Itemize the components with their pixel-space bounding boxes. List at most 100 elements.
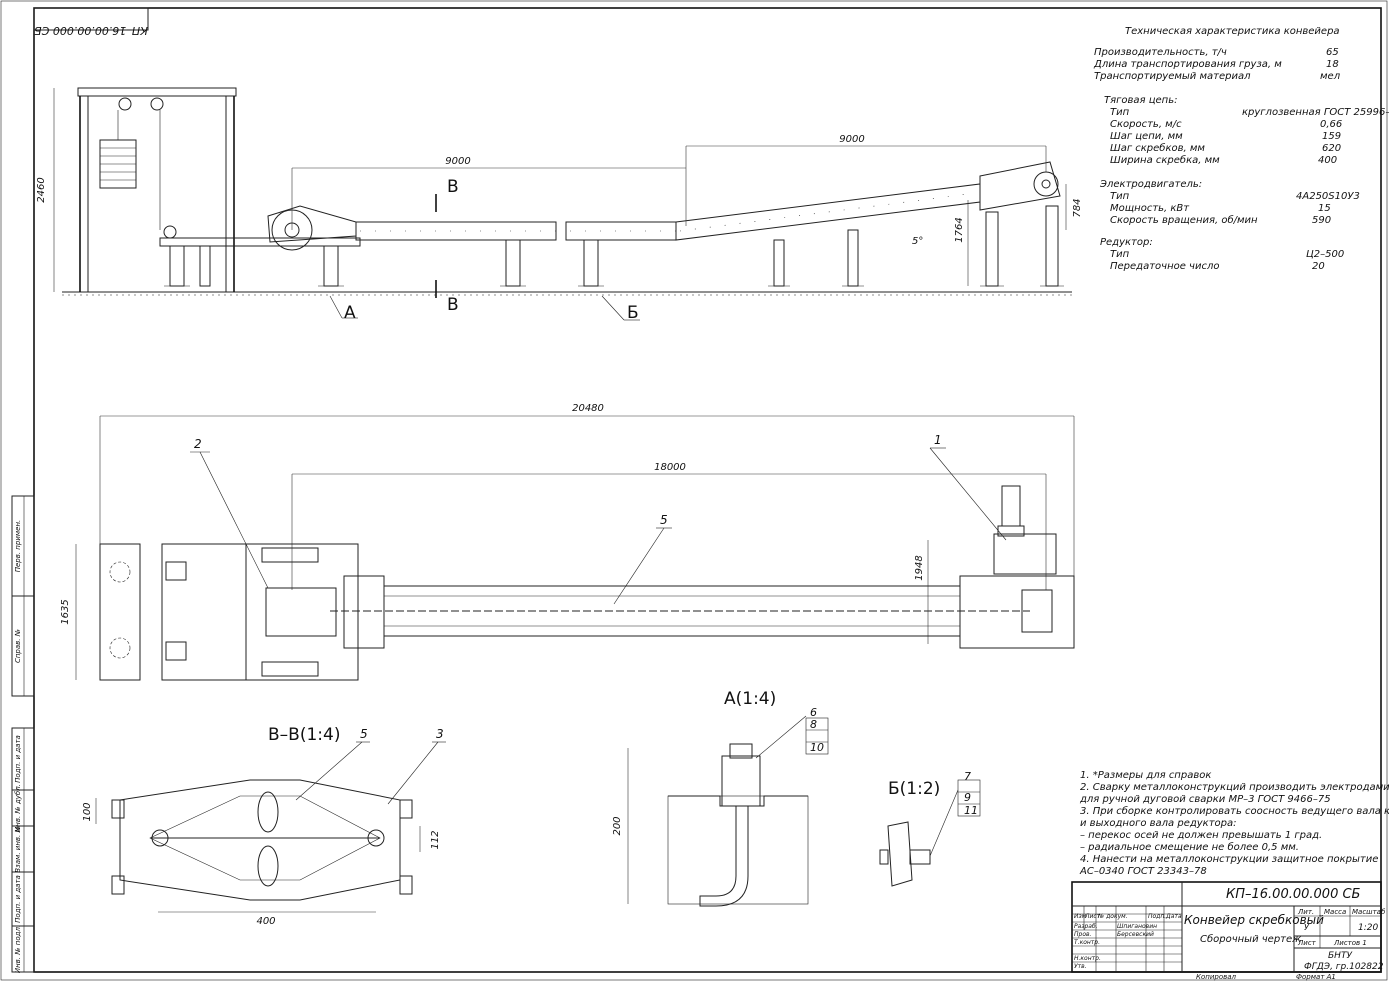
side-vzam: Взам. инв. №	[14, 825, 22, 873]
section-v-bottom: В	[447, 295, 459, 315]
note-line: – радиальное смещение не более 0,5 мм.	[1080, 841, 1299, 853]
detail-b-title: Б(1:2)	[888, 779, 940, 799]
note-line: и выходного вала редуктора:	[1080, 818, 1237, 829]
chain-label: Шаг цепи, мм	[1110, 131, 1183, 142]
pos-9: 9	[964, 791, 971, 804]
view-b-label: Б	[627, 303, 639, 323]
side-column: Перв. примен. Справ. № Подп. и дата Инв.…	[11, 495, 35, 973]
tb-org2: ФГДЭ, гр.102822	[1304, 962, 1384, 972]
dim-784: 784	[1072, 198, 1083, 217]
tb-r-nkontr: Н.контр.	[1074, 955, 1101, 962]
dim-1764: 1764	[954, 217, 965, 242]
tech-row-label: Транспортируемый материал	[1094, 71, 1251, 82]
side-podp1: Подп. и дата	[14, 735, 22, 783]
motor-label: Тип	[1110, 191, 1130, 202]
pos-2: 2	[194, 437, 202, 451]
motor-value: 590	[1312, 215, 1331, 226]
pos-1: 1	[934, 433, 942, 447]
dim-2460: 2460	[36, 177, 47, 202]
tb-org1: БНТУ	[1328, 951, 1352, 961]
pos-7: 7	[964, 770, 971, 783]
section-v-top: В	[447, 177, 459, 197]
tb-h-lit: Лит.	[1297, 908, 1314, 916]
section-vv: В–В(1:4) 100 112 400 5 3	[82, 725, 446, 927]
tb-scale: 1:20	[1358, 923, 1378, 933]
stamp-code-box: КП–16.00.00.000 СБ	[33, 7, 149, 37]
motor-label: Мощность, кВт	[1110, 203, 1190, 214]
tb-n-prov: Берсевский	[1117, 931, 1154, 938]
tb-lit: У	[1304, 923, 1310, 932]
tb-h-list: Лист	[1084, 913, 1101, 920]
dim-18000: 18000	[654, 462, 686, 473]
view-a-label: А	[344, 303, 356, 323]
note-line: 4. Нанести на металлоконструкции защитно…	[1080, 854, 1378, 865]
note-line: 3. При сборке контролировать соосность в…	[1080, 805, 1389, 817]
reducer-title: Редуктор:	[1100, 237, 1153, 248]
chain-value: 159	[1322, 131, 1341, 142]
pos-8: 8	[810, 718, 817, 731]
reducer-label: Тип	[1110, 249, 1130, 260]
section-vv-title: В–В(1:4)	[268, 725, 340, 745]
tech-row-value: мел	[1320, 71, 1341, 82]
tb-r-utv: Утв.	[1074, 963, 1087, 970]
side-perv: Перв. примен.	[14, 520, 22, 573]
notes: 1. *Размеры для справок 2. Сварку металл…	[1079, 770, 1389, 877]
chain-label: Скорость, м/с	[1110, 119, 1182, 130]
dim-1948: 1948	[914, 555, 925, 580]
chain-value: 0,66	[1320, 119, 1342, 130]
tech-row-label: Длина транспортирования груза, м	[1093, 59, 1282, 70]
motor-value: 4А250S10У3	[1296, 191, 1360, 202]
tb-sheets: Листов 1	[1333, 939, 1367, 947]
reducer-label: Передаточное число	[1110, 261, 1219, 272]
tb-h-ndok: № докум.	[1097, 913, 1128, 920]
pos-6: 6	[810, 706, 817, 719]
dim-400: 400	[256, 916, 275, 927]
tech-row-value: 18	[1326, 59, 1339, 70]
dim-9000-b: 9000	[839, 134, 864, 145]
chain-label: Ширина скребка, мм	[1110, 154, 1220, 166]
pos-10: 10	[810, 741, 824, 754]
pos-3: 3	[436, 727, 444, 741]
tb-sheet: Лист	[1297, 939, 1317, 947]
dim-9000-a: 9000	[445, 156, 470, 167]
chain-title: Тяговая цепь:	[1104, 95, 1177, 106]
tb-r-tkontr: Т.контр.	[1074, 939, 1100, 946]
side-sprav: Справ. №	[14, 629, 22, 663]
tb-h-masshtab: Масштаб	[1352, 908, 1386, 916]
side-podp2: Подп. и дата	[14, 875, 22, 923]
detail-b: Б(1:2) 7 9 11	[879, 770, 981, 887]
pos-11: 11	[964, 804, 978, 817]
tb-r-prov: Пров.	[1074, 931, 1092, 938]
stamp-code: КП–16.00.00.000 СБ	[34, 24, 148, 37]
dim-angle: 5°	[912, 236, 923, 247]
title-block: КП–16.00.00.000 СБ Конвейер скребковый С…	[1071, 881, 1386, 981]
inner-frame	[33, 7, 1382, 973]
tech-row-value: 65	[1326, 47, 1339, 58]
tb-copy: Копировал	[1196, 973, 1237, 981]
chain-value: круглозвенная ГОСТ 25996–97	[1242, 107, 1389, 118]
tb-doc: Сборочный чертеж	[1200, 933, 1301, 945]
tb-name: Конвейер скребковый	[1184, 913, 1324, 927]
plan-view: 20480 18000 1635 1948	[60, 403, 1075, 681]
motor-title: Электродвигатель:	[1099, 179, 1202, 190]
chain-value: 400	[1318, 155, 1337, 166]
side-inv-podl: Инв. № подл.	[14, 925, 22, 973]
side-elevation-view: 2460 9000 9000 784 1764 5° В В А Б	[36, 87, 1083, 323]
note-line: для ручной дуговой сварки МР–3 ГОСТ 9466…	[1079, 794, 1331, 805]
dim-1635: 1635	[60, 599, 71, 624]
motor-label: Скорость вращения, об/мин	[1110, 214, 1258, 226]
note-line: – перекос осей не должен превышать 1 гра…	[1080, 830, 1322, 841]
tb-format: Формат А1	[1296, 973, 1336, 981]
dim-100: 100	[82, 802, 93, 821]
tb-code: КП–16.00.00.000 СБ	[1226, 887, 1361, 902]
chain-label: Тип	[1110, 107, 1130, 118]
reducer-value: Ц2–500	[1306, 249, 1344, 260]
chain-value: 620	[1322, 143, 1341, 154]
tb-h-data: Дата	[1165, 913, 1182, 920]
note-line: 1. *Размеры для справок	[1080, 770, 1211, 781]
chain-label: Шаг скребков, мм	[1110, 142, 1205, 154]
note-line: АС–0340 ГОСТ 23343–78	[1079, 866, 1207, 877]
dim-20480: 20480	[572, 403, 604, 414]
